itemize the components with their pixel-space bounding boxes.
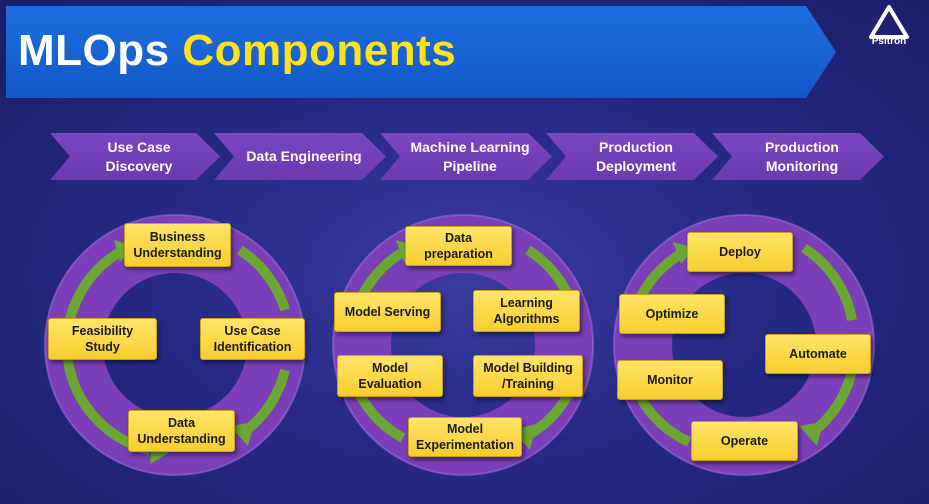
page-title: MLOps Components — [18, 26, 456, 76]
stage-machine-learning-pipeline: Machine Learning Pipeline — [380, 133, 552, 180]
cycle-arrow-icon — [237, 245, 290, 312]
stage-production-monitoring: Production Monitoring — [712, 133, 884, 180]
cycle-arrow-icon — [634, 392, 692, 447]
step-model-experimentation: Model Experimentation — [408, 417, 522, 457]
step-monitor: Monitor — [617, 360, 723, 400]
stage-data-engineering: Data Engineering — [214, 133, 386, 180]
step-model-building-training: Model Building /Training — [473, 355, 583, 397]
step-data-preparation: Data preparation — [405, 226, 512, 266]
step-automate: Automate — [765, 334, 871, 374]
cycle-arrow-icon — [355, 392, 406, 443]
title-banner — [6, 6, 836, 98]
step-model-evaluation: Model Evaluation — [337, 355, 443, 397]
step-feasibility-study: Feasibility Study — [48, 318, 157, 360]
step-optimize: Optimize — [619, 294, 725, 334]
ring-band — [333, 215, 593, 475]
step-deploy: Deploy — [687, 232, 793, 272]
step-data-understanding: Data Understanding — [128, 410, 235, 452]
step-use-case-identification: Use Case Identification — [200, 318, 305, 360]
cycle-arrow-icon — [801, 243, 857, 321]
title-part-mlops: MLOps — [18, 26, 170, 75]
stage-production-deployment: Production Deployment — [546, 133, 718, 180]
step-learning-algorithms: Learning Algorithms — [473, 290, 580, 332]
step-operate: Operate — [691, 421, 798, 461]
logo-text: Psitron — [871, 36, 907, 47]
step-business-understanding: Business Understanding — [124, 223, 231, 267]
psitron-logo-icon — [869, 5, 909, 39]
step-model-serving: Model Serving — [334, 292, 441, 332]
stage-use-case-discovery: Use Case Discovery — [50, 133, 220, 180]
title-part-components: Components — [182, 26, 457, 75]
